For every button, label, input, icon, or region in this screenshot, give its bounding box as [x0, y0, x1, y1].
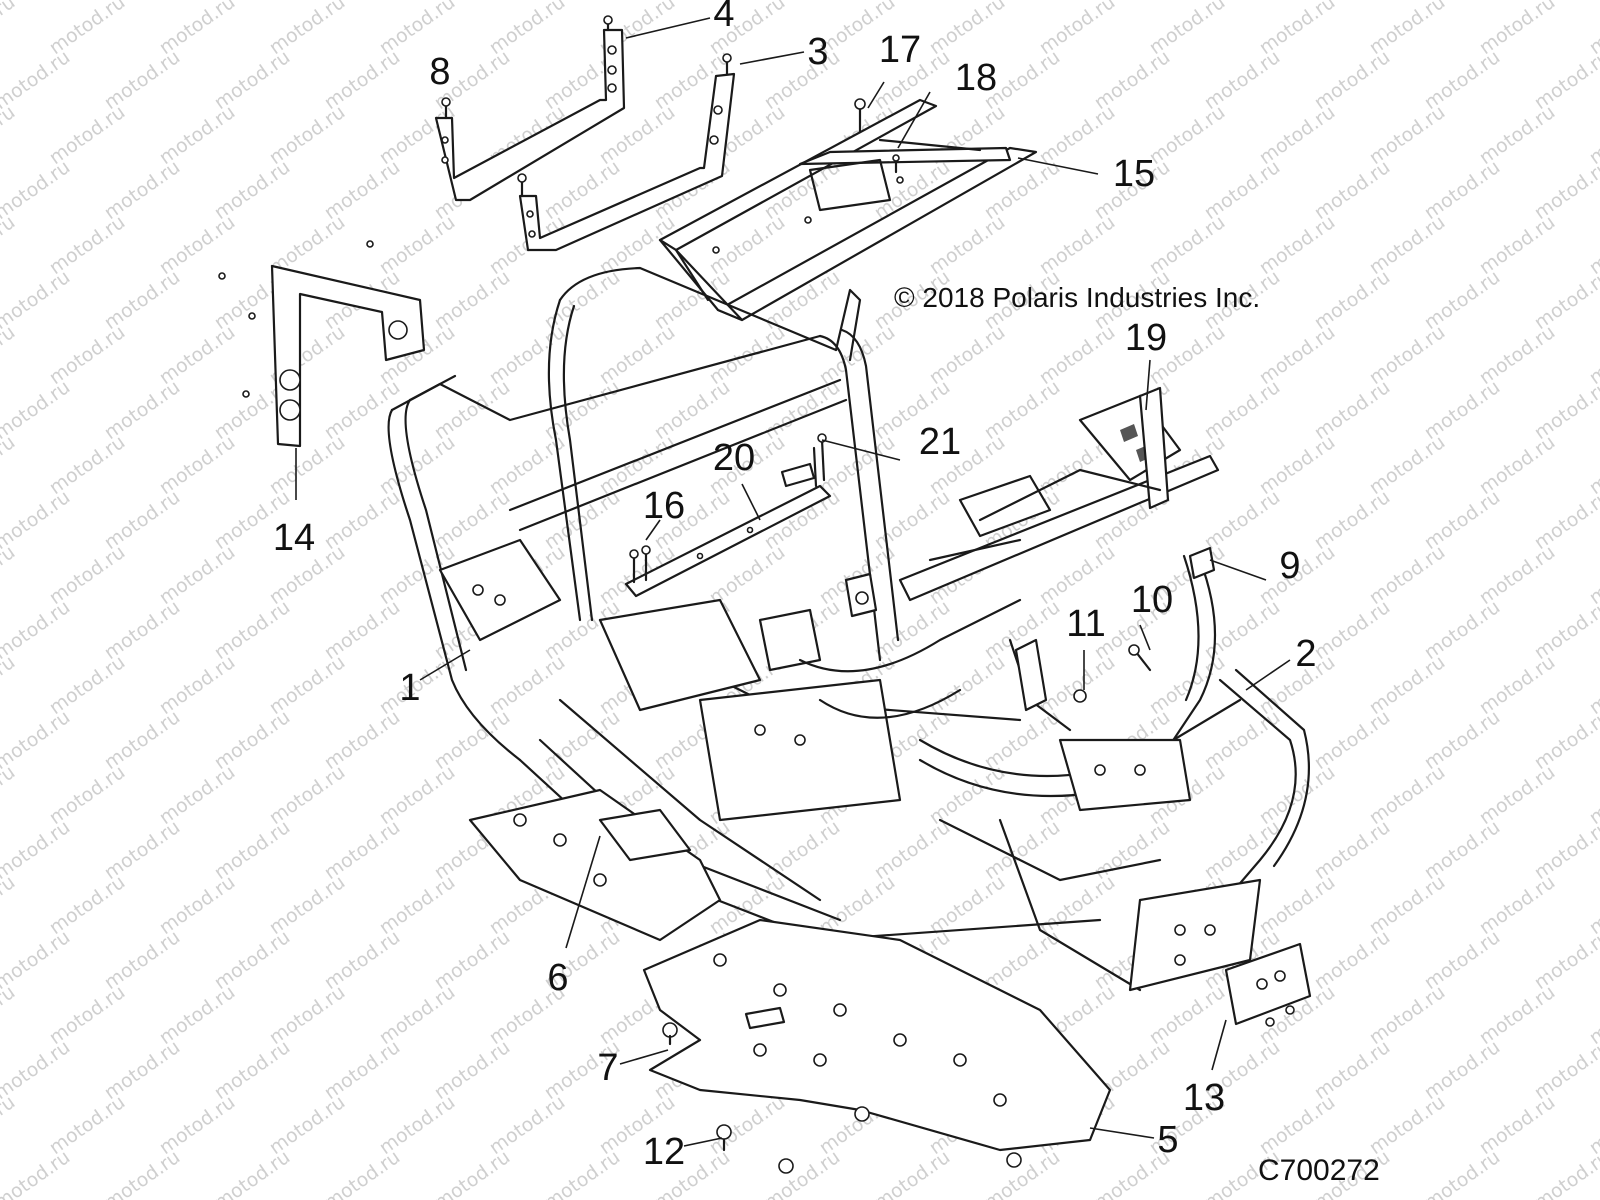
callout-15: 15	[1113, 153, 1155, 195]
watermark-text: motod.ru	[0, 871, 19, 939]
callout-14: 14	[273, 517, 315, 559]
watermark-text: motod.ru	[1530, 376, 1600, 444]
watermark-text: motod.ru	[0, 486, 74, 554]
watermark-text: motod.ru	[0, 0, 19, 59]
watermark-text: motod.ru	[0, 981, 19, 1049]
callout-1: 1	[399, 667, 420, 709]
watermark-text: motod.ru	[0, 46, 74, 114]
watermark-text: motod.ru	[0, 596, 74, 664]
watermark-text: motod.ru	[320, 1146, 404, 1200]
watermark-text: motod.ru	[0, 266, 74, 334]
watermark-text: motod.ru	[0, 1036, 74, 1104]
bracket-part-13	[1224, 942, 1312, 1027]
bracket-part-9	[1188, 546, 1216, 580]
watermark-text: motod.ru	[0, 541, 19, 609]
watermark-text: motod.ru	[0, 816, 74, 884]
watermark-text: motod.ru	[1530, 156, 1600, 224]
screw-part-18	[892, 154, 900, 174]
watermark-text: motod.ru	[1530, 486, 1600, 554]
callout-11: 11	[1066, 603, 1105, 645]
watermark-text: motod.ru	[0, 431, 19, 499]
watermark-text: motod.ru	[1420, 1146, 1504, 1200]
skid-plate-part-5	[642, 918, 1112, 1152]
watermark-text: motod.ru	[1530, 926, 1600, 994]
watermark-text: motod.ru	[0, 651, 19, 719]
callout-20: 20	[713, 437, 755, 479]
callout-21: 21	[919, 421, 961, 463]
callout-4: 4	[713, 0, 734, 35]
watermark-text: motod.ru	[0, 926, 74, 994]
callout-16: 16	[643, 485, 685, 527]
push-rivet-part-12	[716, 1106, 1022, 1174]
watermark-text: motod.ru	[1530, 706, 1600, 774]
callout-2: 2	[1295, 633, 1316, 675]
watermark-text: motod.ru	[980, 1146, 1064, 1200]
bracket-plate-part-14	[218, 240, 426, 448]
callout-12: 12	[643, 1131, 685, 1173]
callout-5: 5	[1157, 1119, 1178, 1161]
seat-rail-part-15	[658, 98, 1038, 322]
watermark-text: motod.ru	[0, 321, 19, 389]
watermark-text: motod.ru	[1530, 266, 1600, 334]
watermark-text: motod.ru	[0, 211, 19, 279]
bolt-part-16	[629, 545, 651, 584]
callout-8: 8	[429, 51, 450, 93]
watermark-text: motod.ru	[540, 1146, 624, 1200]
main-frame-part-1	[387, 266, 1102, 942]
watermark-text: motod.ru	[1530, 1036, 1600, 1104]
push-rivet-part-7	[662, 1022, 678, 1046]
bolt-part-10	[1128, 644, 1152, 672]
callout-19: 19	[1125, 317, 1167, 359]
callout-13: 13	[1183, 1077, 1225, 1119]
callout-7: 7	[597, 1047, 618, 1089]
watermark-text: motod.ru	[0, 156, 74, 224]
callout-labels: 1 2 3 4 5 6 7 8 9 10 11 12 13 14 15 16 1…	[273, 0, 1317, 1173]
copyright-notice: © 2018 Polaris Industries Inc.	[894, 282, 1260, 313]
cross-bar-part-20	[624, 462, 832, 598]
watermark-text: motod.ru	[1530, 1146, 1600, 1200]
rear-carrier-part-19	[844, 386, 1220, 618]
floor-pan-part-6	[598, 808, 692, 862]
watermark-text: motod.ru	[0, 376, 74, 444]
watermark-text: motod.ru	[100, 1146, 184, 1200]
leader-lines	[295, 17, 1291, 1147]
seat-bracket-part-3	[517, 53, 736, 252]
watermark-text: motod.ru	[210, 1146, 294, 1200]
watermark-text: motod.ru	[870, 1146, 954, 1200]
watermark-text: motod.ru	[0, 1146, 74, 1200]
screw-part-8	[441, 97, 451, 120]
callout-9: 9	[1279, 545, 1300, 587]
seat-bracket-part-4	[434, 15, 626, 202]
callout-18: 18	[955, 57, 997, 99]
watermark-text: motod.ru	[430, 1146, 514, 1200]
watermark-text: motod.ru	[0, 1091, 19, 1159]
bolt-part-17	[854, 98, 866, 134]
watermark-text: motod.ru	[760, 1146, 844, 1200]
watermark-text: motod.ru	[1530, 46, 1600, 114]
watermark-text: motod.ru	[0, 101, 19, 169]
callout-6: 6	[547, 957, 568, 999]
watermark-text: motod.ru	[0, 761, 19, 829]
callout-17: 17	[879, 29, 921, 71]
nut-part-11	[1073, 689, 1087, 703]
diagram-id: C700272	[1258, 1154, 1380, 1187]
watermark-text: motod.ru	[1530, 816, 1600, 884]
rear-subframe-part-2	[918, 554, 1310, 992]
watermark-text: motod.ru	[0, 706, 74, 774]
callout-10: 10	[1131, 579, 1173, 621]
watermark-text: motod.ru	[1530, 596, 1600, 664]
callout-3: 3	[807, 31, 828, 73]
